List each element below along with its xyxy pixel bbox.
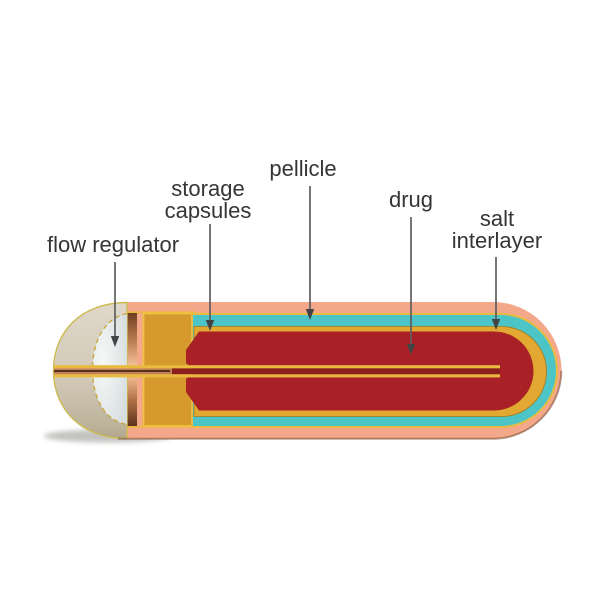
label-drug: drug (389, 187, 433, 355)
pellicle-label: pellicle (269, 156, 336, 181)
storage-capsules-label-line1: storage (171, 176, 244, 201)
flow-regulator-label: flow regulator (47, 232, 179, 257)
label-salt-interlayer: salt interlayer (452, 206, 542, 330)
salt-interlayer-label-line1: salt (480, 206, 514, 231)
channel-gold-wall-top (54, 365, 500, 369)
bottom-shadow-edge (118, 370, 563, 440)
channel-core-line (54, 370, 170, 372)
channel-core-dark (172, 368, 500, 375)
salt-interlayer-label-line2: interlayer (452, 228, 542, 253)
label-storage-capsules: storage capsules (165, 176, 252, 331)
storage-capsules-label-line2: capsules (165, 198, 252, 223)
pellicle-arrowhead (305, 309, 315, 320)
drug-label: drug (389, 187, 433, 212)
flow-regulator-dashed-edge (91, 312, 128, 426)
label-pellicle: pellicle (269, 156, 337, 320)
storage-capsules-arrowhead (205, 320, 215, 331)
shell-inner-gold-line-top (100, 311, 194, 314)
central-channel (54, 365, 500, 378)
drug-arrowhead (406, 344, 416, 355)
salt-interlayer-arrowhead (491, 319, 501, 330)
label-flow-regulator: flow regulator (47, 232, 179, 347)
channel-gold-wall-bottom (54, 374, 500, 378)
flow-regulator-arrowhead (110, 336, 120, 347)
